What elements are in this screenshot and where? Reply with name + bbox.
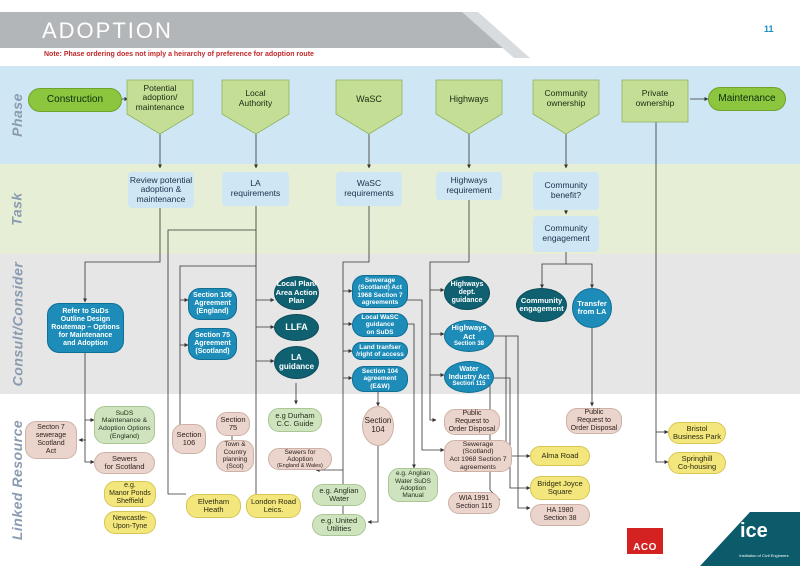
linked-elvetham-heath[interactable]: Elvetham Heath — [186, 494, 241, 518]
phase-wasc[interactable]: WaSC — [356, 93, 382, 104]
linked-newcastle[interactable]: Newcastle- Upon-Tyne — [104, 511, 156, 534]
consult-local-wasc-guidance[interactable]: Local WaSC guidance on SuDS — [352, 313, 408, 337]
phase-maintenance[interactable]: Maintenance — [708, 87, 786, 111]
linked-section-75[interactable]: Section 75 — [216, 412, 250, 436]
task-community-engagement[interactable]: Community engagement — [533, 216, 599, 252]
header-note: Note: Phase ordering does not imply a he… — [44, 51, 314, 58]
consult-refer-suds-routemap[interactable]: Refer to SuDs Outline Design Routemap – … — [47, 303, 124, 353]
phase-local-authority[interactable]: Local Authority — [238, 88, 273, 108]
consult-sewerage-scotland-act[interactable]: Sewerage (Scotland) Act 1968 Section 7 a… — [352, 275, 408, 308]
linked-section-7-sewerage[interactable]: Secton 7 sewerage Scotland Act — [25, 421, 77, 459]
consult-la-guidance[interactable]: LA guidance — [274, 346, 319, 379]
linked-springhill-cohousing[interactable]: Springhill Co-housing — [668, 452, 726, 474]
consult-community-engagement[interactable]: Community engagement — [516, 288, 567, 322]
consult-section-104-agreement[interactable]: Section 104 agreement (E&W) — [352, 366, 408, 392]
linked-public-request-2[interactable]: Public Request to Order Disposal — [566, 408, 622, 434]
consult-highways-dept-guidance[interactable]: Highways dept. guidance — [444, 276, 490, 310]
linked-section-104[interactable]: Section 104 — [362, 406, 394, 446]
linked-sewerage-scotland-act[interactable]: Sewerage (Scotland) Act 1968 Section 7 a… — [444, 440, 512, 472]
task-wasc-requirements[interactable]: WaSC requirements — [336, 172, 402, 206]
linked-anglian-water-manual[interactable]: e.g. Anglian Water SuDS Adoption Manual — [388, 468, 438, 502]
linked-anglian-water[interactable]: e.g. Anglian Water — [312, 484, 366, 506]
header-banner — [0, 12, 530, 58]
consult-section-75-agreement[interactable]: Section 75 Agreement (Scotland) — [188, 328, 237, 360]
consult-land-transfer[interactable]: Land tranfser /right of access — [352, 342, 408, 360]
consult-highways-act[interactable]: Highways Act Section 38 — [444, 320, 494, 352]
aco-logo-text: ACO — [633, 542, 657, 553]
consult-water-industry-act[interactable]: Water Industry Act Section 115 — [444, 361, 494, 393]
linked-wia-1991[interactable]: WIA 1991 Section 115 — [448, 492, 500, 514]
phase-private-ownership[interactable]: Private ownership — [635, 88, 675, 108]
consult-transfer-from-la[interactable]: Transfer from LA — [572, 288, 612, 328]
ice-logo-text: ice — [740, 520, 768, 542]
linked-town-country-planning[interactable]: Town & Country planning (Scot) — [216, 440, 254, 472]
consult-llfa[interactable]: LLFA — [274, 314, 319, 341]
linked-london-road[interactable]: London Road Leics. — [246, 494, 301, 518]
linked-durham-guide[interactable]: e.g Durham C.C. Guide — [268, 408, 322, 432]
highways-act-title: Highways Act — [451, 323, 487, 341]
task-la-requirements[interactable]: LA requirements — [222, 172, 289, 206]
page-number: 11 — [764, 24, 774, 34]
consult-local-plan[interactable]: Local Plan/ Area Action Plan — [274, 276, 319, 310]
linked-sewers-for-adoption[interactable]: Sewers for Adoption (England & Wales) — [268, 448, 332, 470]
task-highways-requirement[interactable]: Highways requirement — [436, 172, 502, 200]
task-community-benefit[interactable]: Community benefit? — [533, 172, 599, 210]
phase-highways[interactable]: Highways — [449, 93, 489, 104]
linked-bristol-business-park[interactable]: Bristol Business Park — [668, 422, 726, 444]
linked-public-request-1[interactable]: Public Request to Order Disposal — [444, 409, 500, 435]
water-act-title: Water Industry Act — [448, 365, 490, 381]
phase-potential-adoption[interactable]: Potential adoption/ maintenance — [135, 82, 185, 112]
consult-section-106-agreement[interactable]: Section 106 Agreement (England) — [188, 288, 237, 320]
linked-ha-1980[interactable]: HA 1980 Section 38 — [530, 504, 590, 526]
linked-united-utilities[interactable]: e.g. United Utilities — [312, 514, 366, 536]
linked-suds-maintenance-options[interactable]: SuDS Maintenance & Adoption Options (Eng… — [94, 406, 155, 444]
linked-manor-ponds[interactable]: e.g. Manor Ponds Sheffield — [104, 481, 156, 507]
linked-bridget-joyce[interactable]: Bridget Joyce Square — [530, 476, 590, 500]
highways-act-section: Section 38 — [453, 341, 484, 348]
phase-construction[interactable]: Construction — [28, 88, 122, 112]
linked-section-106[interactable]: Section 106 — [172, 424, 206, 454]
linked-sewers-for-scotland[interactable]: Sewers for Scotland — [94, 452, 155, 474]
ice-logo-subtitle: Institution of Civil Engineers — [739, 553, 789, 558]
page-title: ADOPTION — [42, 18, 173, 43]
aco-logo: ACO — [627, 528, 663, 554]
task-review-potential[interactable]: Review potential adoption & maintenance — [128, 172, 194, 208]
sewers-adoption-subtitle: (England & Wales) — [277, 463, 323, 470]
sewers-adoption-title: Sewers for Adoption — [284, 448, 316, 463]
water-act-section: Section 115 — [452, 381, 486, 388]
linked-alma-road[interactable]: Alma Road — [530, 446, 590, 466]
phase-community-ownership[interactable]: Community ownership — [544, 88, 588, 108]
